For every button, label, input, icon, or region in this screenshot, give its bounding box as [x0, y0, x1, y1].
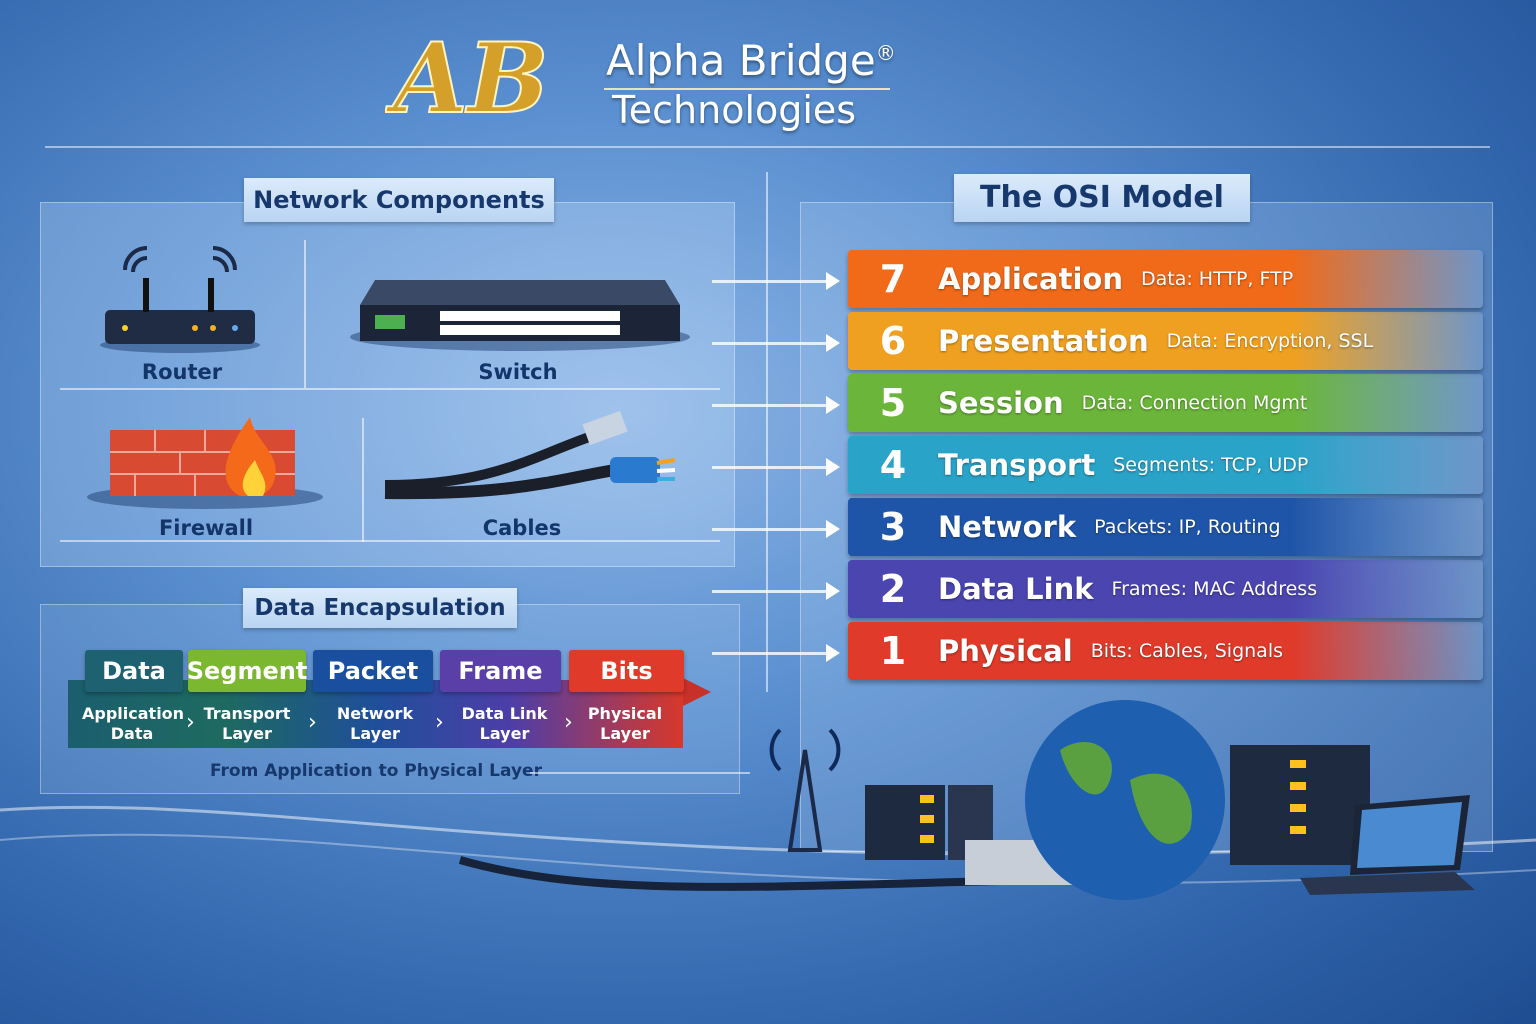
- brand-divider: [604, 88, 890, 90]
- arrow-right-icon: [712, 272, 840, 290]
- laptop-icon: [1300, 795, 1475, 895]
- network-components-title: Network Components: [244, 178, 554, 222]
- encap-unit-packet: Packet: [313, 650, 433, 692]
- cable-icon: [458, 856, 1051, 891]
- globe-icon: [1025, 700, 1225, 900]
- layer-description: Data: Connection Mgmt: [1081, 392, 1308, 414]
- layer-description: Segments: TCP, UDP: [1113, 454, 1309, 476]
- brand-subtitle: Technologies: [612, 88, 857, 132]
- divider: [304, 240, 306, 388]
- chevron-right-icon: ›: [308, 710, 317, 735]
- arrow-right-icon: [712, 582, 840, 600]
- encap-unit-bits: Bits: [569, 650, 684, 692]
- svg-text:AB: AB: [385, 28, 549, 128]
- osi-model-title: The OSI Model: [954, 174, 1250, 222]
- layer-number: 4: [879, 443, 907, 487]
- layer-number: 1: [879, 629, 907, 673]
- divider: [766, 172, 768, 692]
- flow-arrow-head-icon: [683, 678, 711, 706]
- osi-layer-6: 6 Presentation Data: Encryption, SSL: [848, 312, 1483, 370]
- layer-number: 7: [879, 257, 907, 301]
- header-divider: [45, 146, 1490, 148]
- divider: [60, 540, 720, 542]
- server-tower-icon: [1230, 745, 1370, 865]
- arrow-right-icon: [712, 334, 840, 352]
- layer-name: Presentation: [938, 324, 1149, 358]
- arrow-right-icon: [712, 396, 840, 414]
- brand-name: Alpha Bridge®: [606, 36, 896, 85]
- encap-unit-segment: Segment: [187, 650, 307, 692]
- arrow-right-icon: [712, 520, 840, 538]
- divider: [60, 388, 720, 390]
- arrow-right-icon: [712, 644, 840, 662]
- switch-label: Switch: [478, 360, 558, 384]
- encap-unit-data: Data: [85, 650, 183, 692]
- router-label: Router: [141, 360, 223, 384]
- layer-name: Transport: [938, 448, 1096, 482]
- encapsulation-caption: From Application to Physical Layer: [210, 761, 542, 781]
- osi-layer-3: 3 Network Packets: IP, Routing: [848, 498, 1483, 556]
- encap-unit-frame: Frame: [440, 650, 561, 692]
- switch-icon: [350, 280, 690, 351]
- layer-name: Application: [938, 262, 1123, 296]
- layer-description: Packets: IP, Routing: [1094, 516, 1281, 538]
- server-rack-icon: [865, 785, 993, 860]
- cables-icon: [384, 410, 676, 500]
- chevron-right-icon: ›: [435, 710, 444, 735]
- osi-layer-2: 2 Data Link Frames: MAC Address: [848, 560, 1483, 618]
- antenna-tower-icon: [769, 728, 841, 852]
- osi-layer-5: 5 Session Data: Connection Mgmt: [848, 374, 1483, 432]
- divider: [530, 772, 750, 774]
- divider: [362, 418, 364, 542]
- layer-description: Data: Encryption, SSL: [1166, 330, 1374, 352]
- osi-layer-7: 7 Application Data: HTTP, FTP: [848, 250, 1483, 308]
- data-encapsulation-title: Data Encapsulation: [243, 588, 517, 628]
- alpha-bridge-logo: AB: [385, 28, 550, 128]
- layer-name: Data Link: [938, 572, 1094, 606]
- osi-layer-4: 4 Transport Segments: TCP, UDP: [848, 436, 1483, 494]
- layer-description: Data: HTTP, FTP: [1140, 268, 1294, 290]
- arrow-right-icon: [712, 458, 840, 476]
- layer-number: 3: [879, 505, 907, 549]
- network-illustration: [0, 700, 1536, 900]
- layer-name: Physical: [938, 634, 1073, 668]
- layer-number: 2: [879, 567, 907, 611]
- layer-number: 5: [879, 381, 907, 425]
- router-icon: [100, 246, 260, 353]
- firewall-icon: [87, 417, 323, 509]
- cables-label: Cables: [482, 516, 562, 540]
- layer-name: Session: [938, 386, 1064, 420]
- layer-description: Bits: Cables, Signals: [1090, 640, 1284, 662]
- layer-name: Network: [938, 510, 1077, 544]
- layer-description: Frames: MAC Address: [1111, 578, 1318, 600]
- osi-layer-1: 1 Physical Bits: Cables, Signals: [848, 622, 1483, 680]
- layer-number: 6: [879, 319, 907, 363]
- chevron-right-icon: ›: [564, 710, 573, 735]
- chevron-right-icon: ›: [186, 710, 195, 735]
- firewall-label: Firewall: [158, 516, 254, 540]
